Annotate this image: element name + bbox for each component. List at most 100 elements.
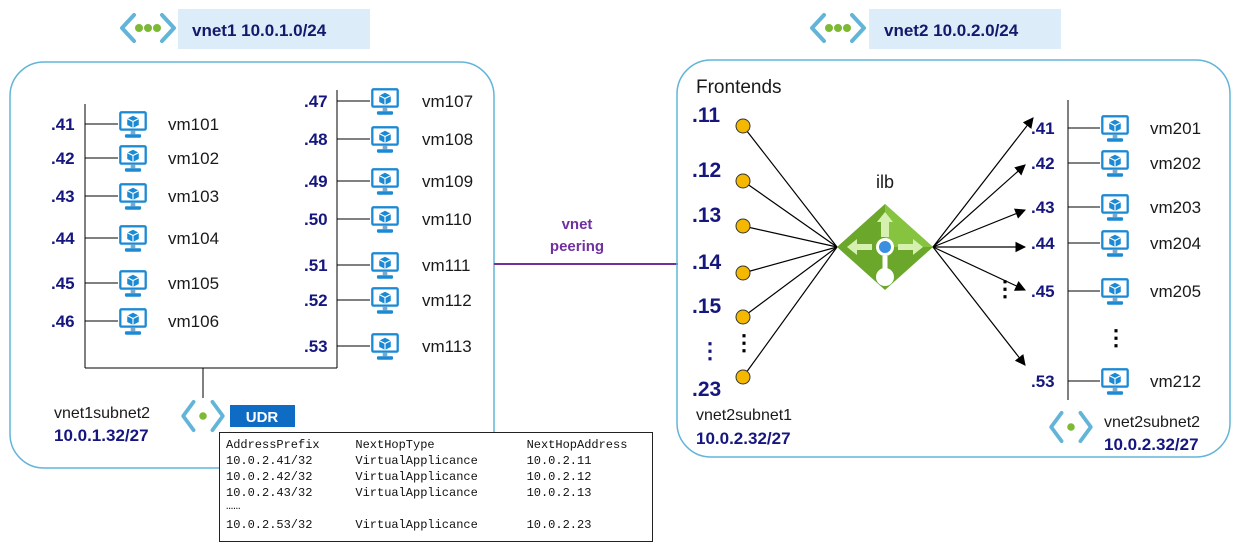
vm-name: vm203 [1150,198,1201,217]
frontend-dot [735,369,751,385]
vm-name: vm108 [422,130,473,149]
vm-icon [118,144,148,173]
backend-connections [932,117,1034,366]
frontend-dot [735,118,751,134]
frontend-dot [735,173,751,189]
vnet1-header-bg [178,9,370,49]
frontend-dot [735,265,751,281]
frontends-title: Frontends [696,77,782,98]
vnet2-subnet1-name: vnet2subnet1 [696,407,792,424]
backend-arrow [932,117,1034,248]
udr-col-address-prefix: AddressPrefix [226,438,320,452]
vm-name: vm103 [168,187,219,206]
udr-badge [230,405,295,427]
vm-row: .43 vm103 [51,182,219,211]
frontend-ip: .15 [692,295,722,318]
udr-route-table: AddressPrefix NextHopType NextHopAddress… [219,432,653,542]
vm-row: .42 vm202 [1031,149,1201,178]
vnet1-subnet-cidr: 10.0.1.32/27 [54,426,149,445]
vm-ip-label: .44 [51,229,75,248]
vnet1-subnet-icon [181,399,225,433]
vm-icon [118,224,148,253]
udr-table-row: 10.0.2.43/32 VirtualApplicance 10.0.2.13 [226,485,646,501]
vm-name: vm110 [422,210,472,229]
vm-icon [1100,149,1130,178]
udr-table-ellipsis: …… [226,499,646,517]
vm-name: vm101 [168,115,219,134]
vm-ip-label: .47 [304,92,328,111]
vnet2-header-bg [869,9,1061,49]
frontend-ip: .23 [692,378,721,401]
vm-ip-label: .43 [51,187,75,206]
backend-arrow [932,164,1026,248]
vm-icon [370,332,400,361]
frontend-dot [735,218,751,234]
vnet2-subnet2-icon [1049,410,1093,444]
vm-ip-label: .44 [1031,234,1055,253]
vm-ip-label: .51 [304,256,328,275]
vm-name: vm204 [1150,234,1201,253]
udr-col-next-hop-address: NextHopAddress [526,438,628,452]
vm-name: vm106 [168,312,219,331]
vm-icon [370,286,400,315]
vm-ip-label: .46 [51,312,75,331]
vm-icon [118,269,148,298]
vm-ip-label: .42 [1031,154,1055,173]
frontend-ip: .13 [692,204,721,227]
vm-name: vm212 [1150,372,1201,391]
udr-table-header: AddressPrefix NextHopType NextHopAddress [226,437,646,453]
frontend-link [742,225,838,248]
vm-icon [118,110,148,139]
backend-arrow [932,208,1027,248]
vm-ip-label: .42 [51,149,75,168]
peering-label-line1: vnet [562,216,593,233]
vnet2-header: vnet2 10.0.2.0/24 [884,21,1019,40]
vm-name: vm205 [1150,282,1201,301]
vm-row: .44 vm204 [1031,229,1201,258]
udr-cell: VirtualApplicance [355,454,478,468]
vm-ip-label: .52 [304,291,328,310]
vm-icon [370,205,400,234]
vm-ip-label: .50 [304,210,328,229]
vnet2-subnet1-cidr: 10.0.2.32/27 [696,429,791,448]
frontend-link [742,246,838,378]
frontend-ip: .14 [692,251,722,274]
backend-arrow [932,246,1026,366]
vm-name: vm202 [1150,154,1201,173]
vm-row: .50 vm110 [304,205,472,234]
vnet1-header: vnet1 10.0.1.0/24 [192,21,327,40]
vm-icon [370,87,400,116]
udr-table-row: 10.0.2.53/32 VirtualApplicance 10.0.2.23 [226,517,646,533]
udr-cell: VirtualApplicance [355,470,478,484]
vm-name: vm107 [422,92,473,111]
vm-name: vm201 [1150,119,1201,138]
vm-name: vm113 [422,337,472,356]
vm-ip-label: .43 [1031,198,1055,217]
frontend-link [742,246,838,274]
udr-ellipsis-text: …… [226,499,241,513]
vm-icon [1100,277,1130,306]
vm-icon [118,182,148,211]
frontend-link [742,246,838,318]
ilb-label: ilb [876,172,894,192]
vm-icon [370,251,400,280]
vm-icon [370,167,400,196]
vm-icon [1100,193,1130,222]
vm-name: vm109 [422,172,473,191]
vnet2-subnet2-name: vnet2subnet2 [1104,414,1200,431]
frontend-ip-list: .11.12.13.14.15.23 [692,104,751,401]
udr-cell: 10.0.2.23 [526,518,592,532]
vnet2-boundary [676,59,1231,458]
